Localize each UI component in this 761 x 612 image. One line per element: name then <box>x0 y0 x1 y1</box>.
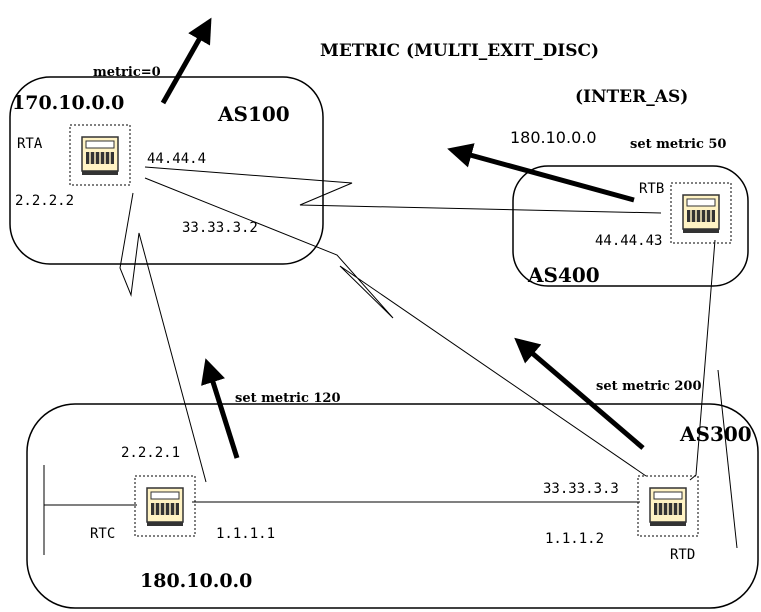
rtc-name: RTC <box>90 526 115 542</box>
metric-arrows <box>160 17 645 459</box>
router-rta-icon <box>69 124 131 186</box>
rta-ip-33: 33.33.3.2 <box>182 220 258 236</box>
as400-boundary <box>512 165 749 287</box>
as300-boundary <box>26 403 759 609</box>
router-rtb-icon <box>670 182 732 244</box>
arrow-metric-out <box>160 17 212 105</box>
metric-rtc-label: set metric 120 <box>235 391 341 406</box>
metric-rtb-label: set metric 50 <box>630 137 726 152</box>
rta-ip-44: 44.44.4 <box>147 151 206 167</box>
metric-rtd-label: set metric 200 <box>596 379 702 394</box>
as100-network: 170.10.0.0 <box>12 92 124 114</box>
rtc-ip-up: 2.2.2.1 <box>121 445 180 461</box>
link-rtd-right <box>717 369 738 549</box>
as400-label: AS400 <box>527 263 600 287</box>
link-rtb-rtd <box>689 239 716 481</box>
rta-name: RTA <box>17 136 43 152</box>
network-links <box>43 166 738 555</box>
as100-boundary <box>9 76 324 265</box>
as400-network: 180.10.0.0 <box>510 128 597 147</box>
link-rta-rtb <box>144 166 662 214</box>
router-rtd-icon <box>637 475 699 537</box>
arrow-rtd-metric <box>514 337 645 450</box>
as100-label: AS100 <box>217 102 290 126</box>
rtd-name: RTD <box>670 547 695 563</box>
rtb-name: RTB <box>639 181 664 197</box>
rtd-ip-left: 1.1.1.2 <box>545 531 604 547</box>
router-rtc-icon <box>134 475 196 537</box>
diagram-title: METRIC (MULTI_EXIT_DISC) <box>320 41 599 61</box>
diagram-subtitle: (INTER_AS) <box>575 87 688 107</box>
metric-out-label: metric=0 <box>93 65 161 80</box>
rtd-ip-up: 33.33.3.3 <box>543 481 619 497</box>
link-rta-rtd <box>144 177 647 477</box>
as300-label: AS300 <box>679 422 752 446</box>
rta-ip-2: 2.2.2.2 <box>15 193 74 209</box>
arrow-rtc-metric <box>201 358 240 459</box>
link-rta-rtc <box>119 192 207 483</box>
rtb-ip: 44.44.43 <box>595 233 662 249</box>
as300-network: 180.10.0.0 <box>140 570 252 592</box>
rtc-ip-right: 1.1.1.1 <box>216 526 275 542</box>
arrow-rtb-metric <box>447 143 635 203</box>
